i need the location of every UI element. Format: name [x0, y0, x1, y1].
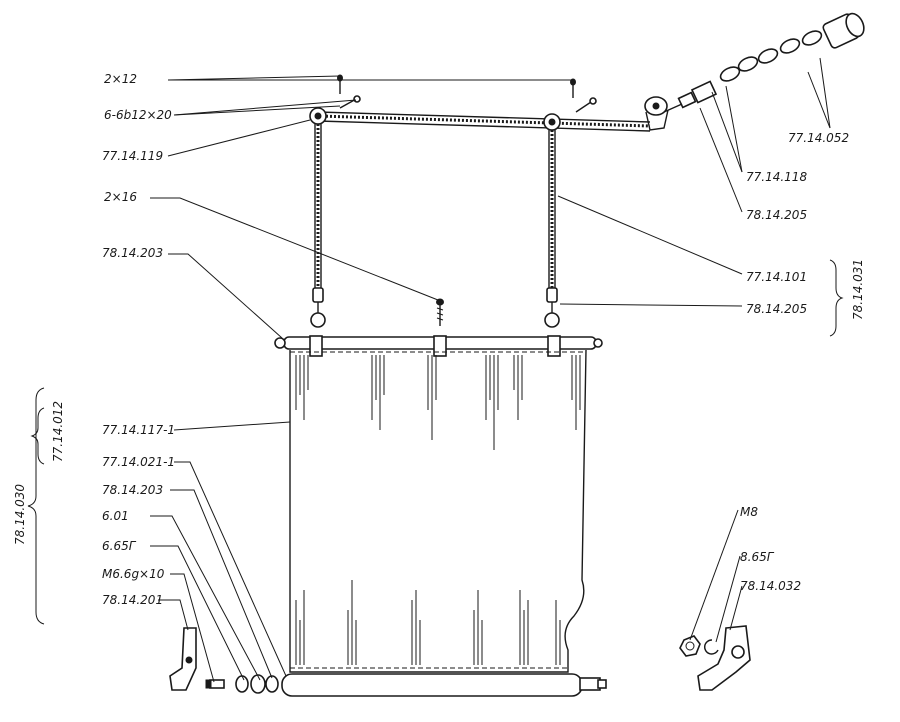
label-78-14-201: 78.14.201 [102, 593, 163, 607]
brace-78-14-031 [829, 259, 844, 337]
label-77-14-101: 77.14.101 [746, 270, 807, 284]
left-screw-m6 [205, 679, 225, 689]
label-77-14-117-1: 77.14.117-1 [102, 423, 175, 437]
label-m8: M8 [740, 505, 758, 519]
label-78-14-203-top: 78.14.203 [102, 246, 163, 260]
bottom-roller [281, 673, 607, 697]
hanging-cord-left [310, 124, 326, 328]
rod-end-eye [644, 96, 669, 131]
label-77-14-052: 77.14.052 [788, 131, 849, 145]
label-78-14-205-a: 78.14.205 [746, 208, 807, 222]
blind-fabric [289, 349, 587, 673]
leader-lines [150, 57, 831, 683]
screw-2x12-right [570, 78, 576, 98]
label-8-65g: 8.65Г [740, 550, 775, 564]
left-bracket-78-14-201 [169, 627, 197, 691]
label-2x12: 2×12 [104, 72, 137, 86]
label-78-14-203-bottom: 78.14.203 [102, 483, 163, 497]
top-rod [317, 111, 651, 132]
label-78-14-032: 78.14.032 [740, 579, 801, 593]
top-roller-rod [274, 335, 603, 357]
label-78-14-030: 78.14.030 [13, 484, 27, 545]
label-m6-6g-x10: M6.6g×10 [102, 567, 165, 581]
left-washers [235, 674, 279, 694]
brace-78-14-030 [27, 387, 45, 625]
right-pulley [543, 113, 561, 131]
right-washer [704, 639, 719, 655]
cotter-pin-right [575, 97, 597, 113]
label-77-14-119: 77.14.119 [102, 149, 163, 163]
label-78-14-205-b: 78.14.205 [746, 302, 807, 316]
label-77-14-021-1: 77.14.021-1 [102, 455, 175, 469]
label-6-01: 6.01 [102, 509, 129, 523]
screw-2x12-left [337, 74, 343, 94]
pull-cord-chain [663, 12, 865, 113]
left-pulley [309, 107, 327, 125]
hanging-cord-right [544, 130, 560, 328]
label-6-65g: 6.65Г [102, 539, 137, 553]
label-77-14-118: 77.14.118 [746, 170, 807, 184]
label-6-6b12x20: 6-6b12×20 [104, 108, 172, 122]
label-77-14-012: 77.14.012 [51, 401, 65, 462]
right-nut-m8 [679, 635, 701, 657]
brace-77-14-012 [30, 407, 45, 465]
label-2x16: 2×16 [104, 190, 137, 204]
right-bracket-78-14-032 [697, 625, 751, 691]
label-78-14-031: 78.14.031 [851, 259, 865, 320]
screw-2x16 [436, 298, 444, 326]
cotter-pin-left [339, 95, 361, 109]
